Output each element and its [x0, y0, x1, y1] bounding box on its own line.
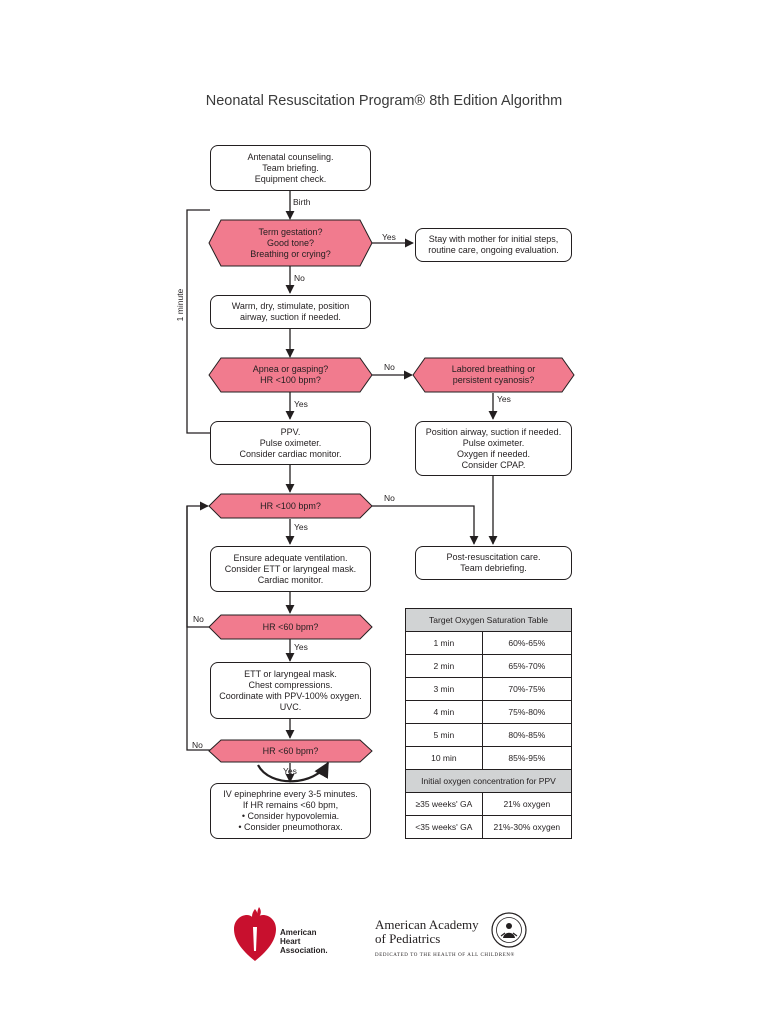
table-cell: ≥35 weeks' GA [405, 792, 483, 816]
label-birth: Birth [293, 197, 311, 207]
decision-apnea [208, 357, 373, 393]
arrow-hr100-no [372, 505, 479, 545]
label-hr100-no: No [384, 493, 395, 503]
aap-seal-icon [491, 912, 527, 948]
table-cell: 85%-95% [481, 746, 573, 770]
antenatal-box: Antenatal counseling. Team briefing. Equ… [210, 145, 371, 191]
label-apnea-no: No [384, 362, 395, 372]
decision-labored [412, 357, 575, 393]
decision-term [208, 219, 373, 267]
table-cell: 70%-75% [481, 677, 573, 701]
table-cell: 21% oxygen [481, 792, 573, 816]
label-hr60-no: No [193, 614, 204, 624]
heart-torch-icon [234, 907, 276, 961]
saturation-table-title: Target Oxygen Saturation Table [405, 608, 572, 632]
label-labored-yes: Yes [497, 394, 511, 404]
label-term-no: No [294, 273, 305, 283]
table-cell: 2 min [405, 654, 483, 678]
aap-tagline: DEDICATED TO THE HEALTH OF ALL CHILDREN® [375, 953, 515, 958]
table-cell: 75%-80% [481, 700, 573, 724]
loop-hr60-2-no [186, 506, 210, 751]
table-cell: 65%-70% [481, 654, 573, 678]
ett-compressions-box: ETT or laryngeal mask. Chest compression… [210, 662, 371, 719]
routine-care-box: Stay with mother for initial steps, rout… [415, 228, 572, 262]
label-term-yes: Yes [382, 232, 396, 242]
decision-hr60-1 [208, 614, 373, 640]
decision-hr60-1-text: HR <60 bpm? [262, 621, 319, 632]
warm-dry-box: Warm, dry, stimulate, position airway, s… [210, 295, 371, 329]
label-apnea-yes: Yes [294, 399, 308, 409]
loop-hr60-no [186, 501, 210, 628]
table-cell: 5 min [405, 723, 483, 747]
table-cell: 80%-85% [481, 723, 573, 747]
label-hr60-2-no: No [192, 740, 203, 750]
position-airway-box: Position airway, suction if needed. Puls… [415, 421, 572, 476]
decision-apnea-text: Apnea or gasping? HR <100 bpm? [252, 364, 329, 385]
page-title: Neonatal Resuscitation Program® 8th Edit… [205, 93, 563, 109]
one-minute-bracket [186, 209, 210, 434]
ensure-ventilation-box: Ensure adequate ventilation. Consider ET… [210, 546, 371, 592]
label-hr60-2-yes: Yes [283, 766, 297, 776]
table-cell: <35 weeks' GA [405, 815, 483, 839]
decision-hr60-2 [208, 739, 373, 763]
label-hr100-yes: Yes [294, 522, 308, 532]
ppv-table-title: Initial oxygen concentration for PPV [405, 769, 572, 793]
table-cell: 3 min [405, 677, 483, 701]
post-resuscitation-box: Post-resuscitation care. Team debriefing… [415, 546, 572, 580]
epinephrine-box: IV epinephrine every 3-5 minutes. If HR … [210, 783, 371, 839]
decision-labored-text: Labored breathing or persistent cyanosis… [451, 364, 536, 385]
decision-hr100-text: HR <100 bpm? [260, 500, 321, 511]
aha-logo-text: American Heart Association. [280, 928, 328, 955]
table-cell: 4 min [405, 700, 483, 724]
decision-term-text: Term gestation? Good tone? Breathing or … [250, 226, 331, 259]
table-cell: 21%-30% oxygen [481, 815, 573, 839]
table-cell: 1 min [405, 631, 483, 655]
table-cell: 60%-65% [481, 631, 573, 655]
table-cell: 10 min [405, 746, 483, 770]
aap-logo-name: American Academy of Pediatrics [375, 917, 479, 946]
label-one-minute: 1 minute [175, 288, 185, 322]
ppv-box: PPV. Pulse oximeter. Consider cardiac mo… [210, 421, 371, 465]
decision-hr60-2-text: HR <60 bpm? [262, 745, 319, 756]
decision-hr100 [208, 493, 373, 519]
label-hr60-yes: Yes [294, 642, 308, 652]
